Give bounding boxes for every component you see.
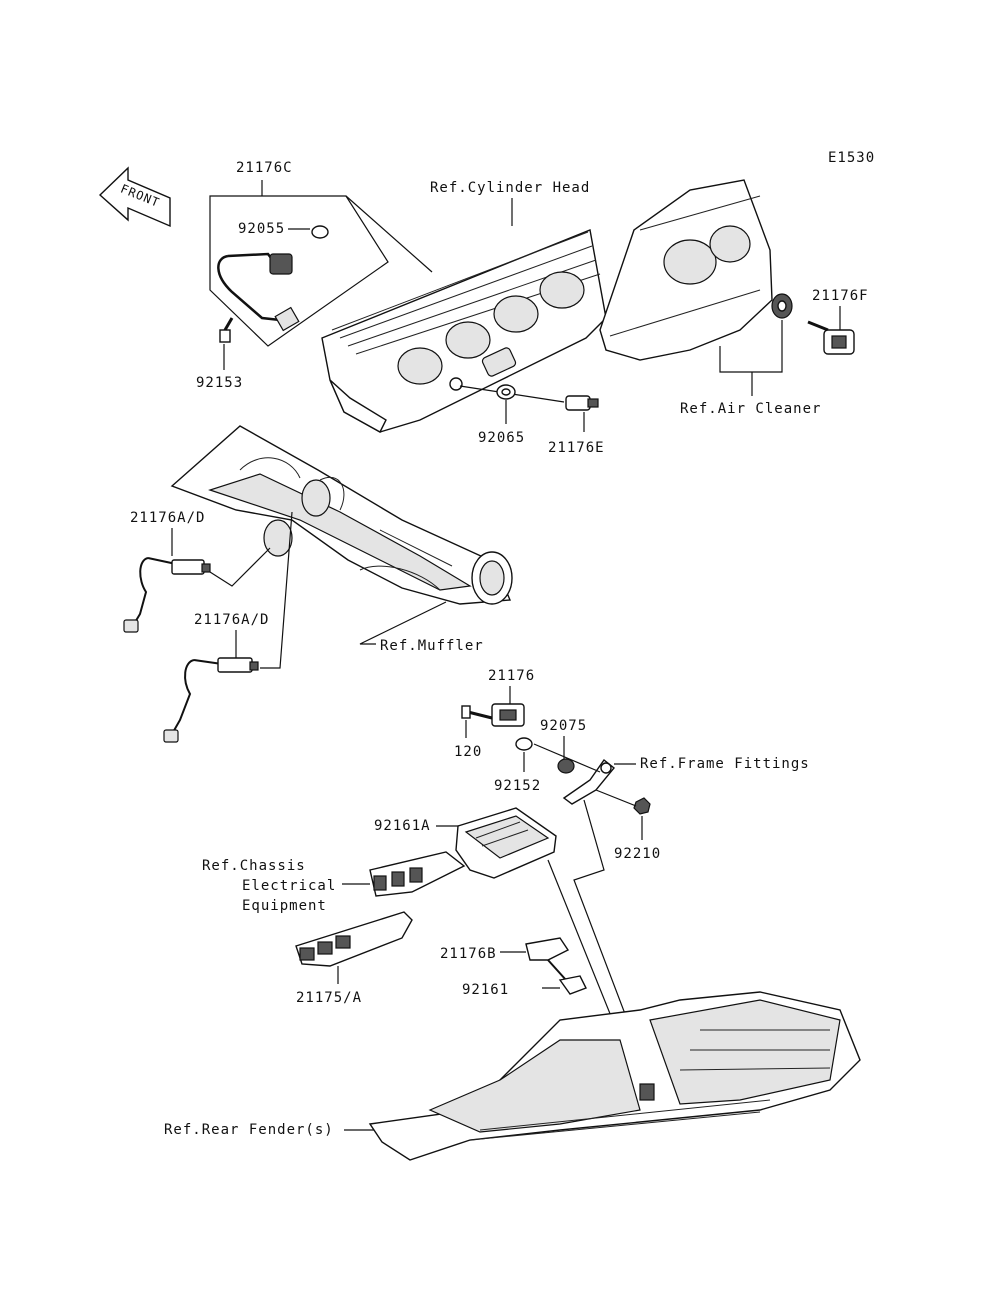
sensor-21176e: 21176E [548, 395, 605, 456]
nut-92210: 92210 [595, 789, 661, 862]
label-ref-chassis-3: Equipment [242, 898, 327, 914]
sensor-21176: 21176 [488, 668, 535, 727]
label-92152: 92152 [494, 778, 541, 794]
label-21176ad-2: 21176A/D [194, 612, 269, 628]
label-21176: 21176 [488, 668, 535, 684]
front-arrow-icon: FRONT [98, 166, 171, 228]
sensor-21176f: 21176F [807, 288, 869, 355]
label-92055: 92055 [238, 221, 285, 237]
air-cleaner-housing: Ref.Air Cleaner [599, 179, 821, 417]
bolt-92153 [219, 317, 234, 343]
label-21176e: 21176E [548, 440, 605, 456]
label-ref-chassis-2: Electrical [242, 878, 336, 894]
label-92153: 92153 [196, 375, 243, 391]
o2-boss-1 [263, 519, 293, 557]
connector-21176c [274, 306, 300, 332]
rear-fender: Ref.Rear Fender(s) [164, 991, 861, 1161]
label-ref-chassis-1: Ref.Chassis [202, 858, 306, 874]
o2-sensor-21176ad-upper: 21176A/D [123, 510, 271, 633]
label-92075: 92075 [540, 718, 587, 734]
diagram-code: E1530 [828, 150, 875, 166]
chassis-electrical-unit: Ref.Chassis Electrical Equipment [202, 851, 466, 914]
o2-sensor-21176ad-lower: 21176A/D [163, 511, 293, 743]
sensor-21176b: 21176B [440, 937, 570, 981]
label-21176c: 21176C [236, 160, 293, 176]
collar-92152: 92152 [494, 737, 541, 794]
oring-92055 [311, 225, 329, 239]
grommet-92075: 92075 [540, 718, 587, 774]
label-21176b: 21176B [440, 946, 497, 962]
label-120: 120 [454, 744, 482, 760]
label-21175a: 21175/A [296, 990, 362, 1006]
o2-boss-2 [301, 479, 331, 517]
bracket-92161: 92161 [462, 975, 587, 998]
label-21176f: 21176F [812, 288, 869, 304]
label-ref-muffler: Ref.Muffler [380, 638, 484, 654]
muffler: Ref.Muffler [170, 425, 513, 654]
part-group-21176c: 21176C 92055 92153 [196, 160, 433, 391]
label-92161: 92161 [462, 982, 509, 998]
label-21176ad-1: 21176A/D [130, 510, 205, 526]
washer-92065: 92065 [459, 384, 565, 446]
label-ref-rear-fender: Ref.Rear Fender(s) [164, 1122, 334, 1138]
label-ref-frame-fittings: Ref.Frame Fittings [640, 756, 810, 772]
label-92161a: 92161A [374, 818, 431, 834]
label-92210: 92210 [614, 846, 661, 862]
label-ref-air-cleaner: Ref.Air Cleaner [680, 401, 821, 417]
label-ref-cylinder-head: Ref.Cylinder Head [430, 180, 590, 196]
label-92065: 92065 [478, 430, 525, 446]
ecu-21175a: 21175/A [295, 911, 413, 1006]
sensor-21176c [269, 253, 293, 275]
bracket-92161a: 92161A [374, 807, 557, 879]
bracket-frame-fittings: Ref.Frame Fittings [533, 743, 810, 805]
bolt-120: 120 [454, 705, 493, 760]
cylinder-head: Ref.Cylinder Head [321, 180, 607, 433]
